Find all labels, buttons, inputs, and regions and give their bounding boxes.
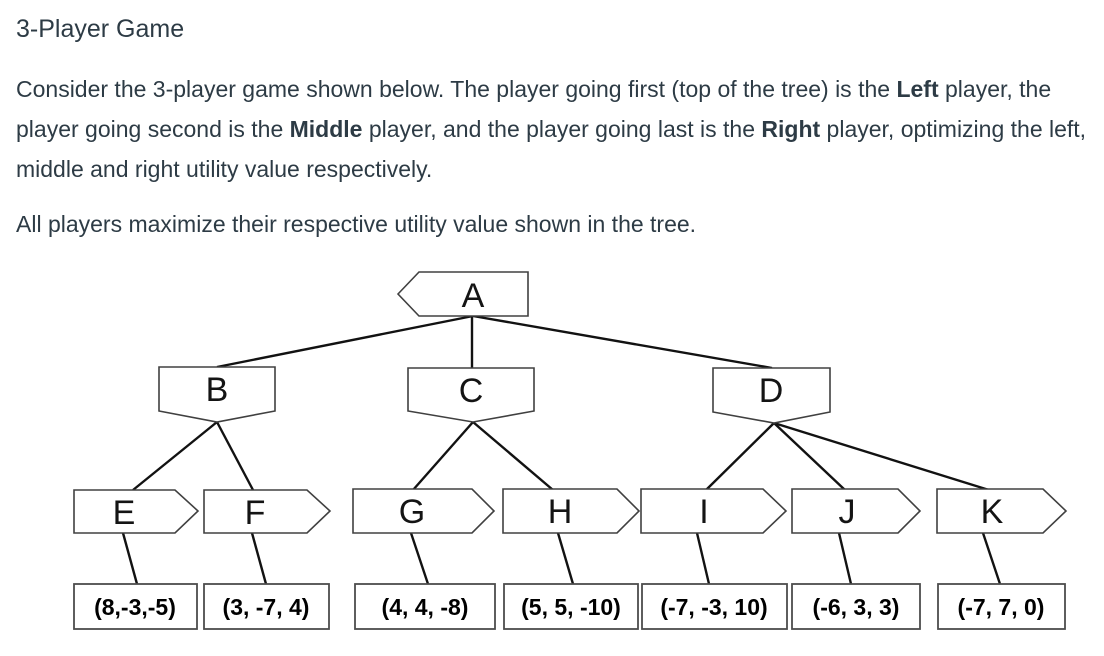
node-K-shape [936,488,1068,534]
payoff-I-box [641,583,788,630]
intro-seg-2: player, the player going second is the [16,76,1052,142]
intro-seg-6: player, optimizing the left, middle and … [16,116,1087,182]
node-E-shape [73,489,200,534]
intro-seg-right-bold: Right [761,116,821,142]
node-E-label: E [113,494,136,532]
node-B-label: B [206,371,229,409]
page-title: 3-Player Game [16,15,185,43]
edge-I-payoff [695,532,711,585]
edge-C-G [412,421,474,491]
node-D-shape [712,367,831,424]
payoff-E-box [73,583,198,630]
node-I-shape [640,488,788,534]
payoff-F-box [203,583,330,630]
node-I-label: I [699,493,708,531]
payoff-J-box [791,583,921,630]
node-A-shape [396,271,529,317]
edge-K-payoff [981,532,1002,585]
payoff-E-value: (8,-3,-5) [94,594,176,620]
node-J-label: J [839,493,856,531]
payoff-K-value: (-7, 7, 0) [958,594,1045,620]
node-C-shape [407,367,535,423]
payoff-K-box [937,583,1066,630]
node-H-label: H [548,493,573,531]
payoff-F-value: (3, -7, 4) [223,594,310,620]
edge-H-payoff [556,532,575,585]
edge-E-payoff [121,532,139,585]
edge-C-H [472,421,554,491]
edge-D-K [773,421,990,492]
payoff-G-value: (4, 4, -8) [382,594,469,620]
payoff-H-box [503,583,639,630]
node-J-shape [791,488,922,534]
intro-seg-left-bold: Left [896,76,939,102]
node-H-shape [502,488,641,534]
intro-seg-0: Consider the 3-player game shown below. … [16,76,897,102]
edge-D-J [773,422,846,491]
intro-seg-4: player, and the player going last is the [362,116,762,142]
node-D-label: D [759,372,784,410]
payoff-J-value: (-6, 3, 3) [813,594,900,620]
node-B-shape [158,366,276,423]
edge-A-D [472,314,773,370]
edge-F-payoff [250,532,268,585]
node-F-label: F [245,494,266,532]
intro-paragraph: Consider the 3-player game shown below. … [16,69,1094,189]
payoff-G-box [354,583,496,630]
node-C-label: C [459,372,484,410]
node-K-label: K [981,493,1004,531]
edge-D-I [705,422,775,491]
node-F-shape [203,489,332,534]
node-G-label: G [399,493,425,531]
question-text-block: 3-Player Game Consider the 3-player game… [16,12,1094,244]
note-paragraph: All players maximize their respective ut… [16,211,697,237]
payoff-I-value: (-7, -3, 10) [660,594,767,620]
node-G-shape [352,488,496,534]
edge-B-E [132,421,218,491]
edge-J-payoff [837,532,853,585]
edge-B-F [215,421,255,491]
node-A-label: A [462,277,485,315]
edge-G-payoff [409,532,430,585]
intro-seg-middle-bold: Middle [289,116,363,142]
payoff-H-value: (5, 5, -10) [521,594,621,620]
edge-A-B [216,314,474,369]
